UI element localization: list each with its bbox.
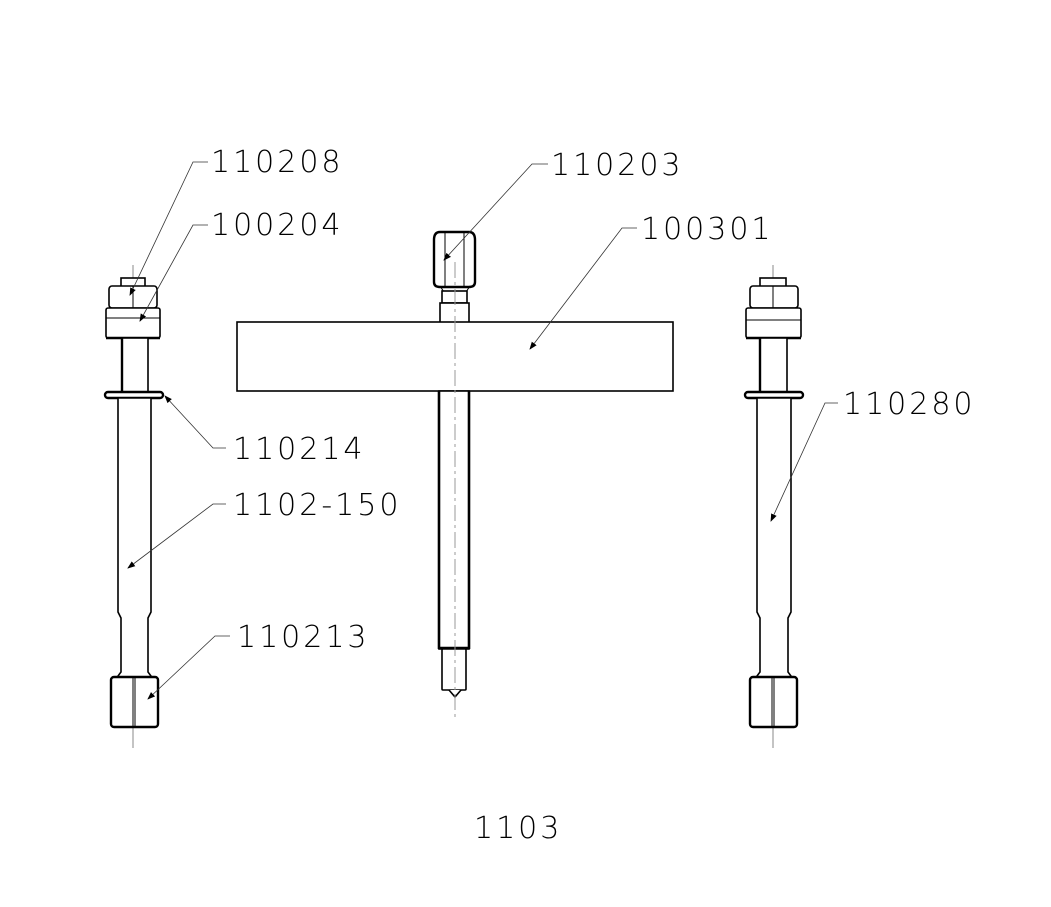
center-hex-head (432, 230, 477, 293)
right-hex-nut (749, 285, 799, 309)
callout-110280: 110280 (843, 387, 976, 422)
callout-110213: 110213 (237, 620, 370, 655)
callout-1102-150: 1102-150 (233, 488, 401, 523)
leader-110203 (443, 163, 548, 261)
leader-110208 (129, 161, 208, 296)
left-foot-hex-nut (109, 675, 160, 729)
center-screw-tip (441, 648, 467, 691)
callout-110203: 110203 (551, 148, 684, 183)
callout-110214: 110214 (233, 432, 366, 467)
left-long-rod (117, 397, 152, 678)
callout-labels: 110208 100204 110203 100301 110214 1102-… (211, 145, 976, 846)
left-leg-assembly (103, 265, 165, 748)
leader-100301 (529, 227, 637, 350)
left-upper-rod (121, 337, 149, 395)
right-foot-hex-nut (748, 675, 799, 729)
right-leg-assembly (743, 265, 805, 748)
callout-100204: 100204 (211, 208, 344, 243)
leader-lines (127, 161, 838, 700)
leader-110280 (770, 402, 838, 522)
right-long-rod (756, 397, 792, 678)
leader-100204 (139, 224, 208, 322)
right-upper-rod (759, 337, 788, 395)
right-washer (743, 390, 805, 400)
center-screw-shaft (438, 390, 470, 650)
left-washer (103, 390, 165, 400)
callout-100301: 100301 (641, 212, 774, 247)
leader-110213 (147, 635, 230, 700)
drawing-title: 1103 (474, 811, 562, 846)
left-collar (105, 307, 161, 340)
callout-110208: 110208 (211, 145, 344, 180)
center-screw-assembly (236, 230, 674, 720)
leader-1102-150 (127, 503, 226, 569)
leader-110214 (164, 395, 226, 449)
right-collar (745, 307, 802, 340)
